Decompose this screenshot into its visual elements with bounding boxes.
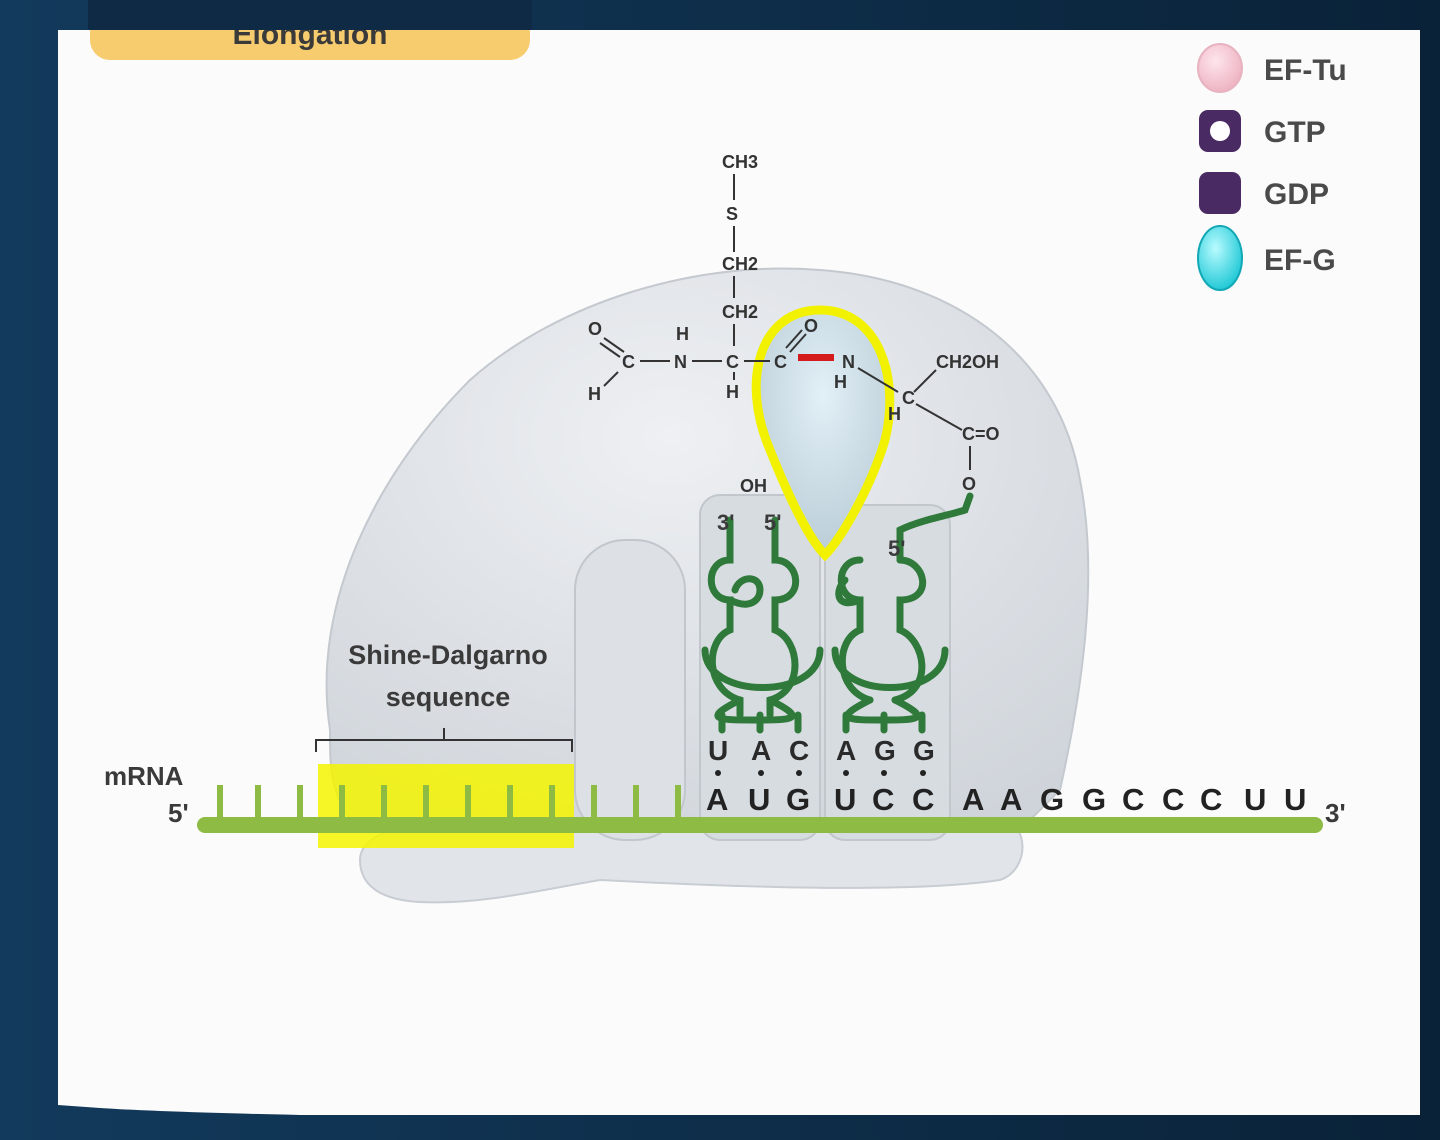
ch2oh-group: CH2OH <box>936 352 999 372</box>
shine-dalgarno-sublabel: sequence <box>386 682 511 712</box>
anticodon-base-1: U <box>708 735 728 766</box>
downstream-sequence: A A G G C C C U U <box>962 782 1308 817</box>
alpha-carbon: C <box>726 352 739 372</box>
ch2-group-a: CH2 <box>722 254 758 274</box>
anticodon-row: U A C A G G <box>708 735 935 766</box>
amine-nitrogen-2: N <box>842 352 855 372</box>
carbonyl-oxygen: O <box>804 316 818 336</box>
serine-hydrogen: H <box>888 404 901 424</box>
formyl-carbon: C <box>622 352 635 372</box>
dipeptide-structure: CH3 S CH2 CH2 O C H N H C H C O N H C H … <box>588 152 1000 494</box>
codon-base-3: G <box>786 782 812 817</box>
codon-base-2: U <box>748 782 772 817</box>
downstream-base-8: U <box>1244 782 1268 817</box>
title-clip <box>88 0 532 30</box>
gdp-icon <box>1199 172 1241 214</box>
downstream-base-3: G <box>1040 782 1066 817</box>
anticodon-base-2: A <box>751 735 771 766</box>
formyl-hydrogen: H <box>588 384 601 404</box>
peptide-bond-marker <box>798 354 834 361</box>
mrna-5-prime-label: 5' <box>168 798 189 828</box>
codon-base-4: U <box>834 782 858 817</box>
peptidyl-transferase-site-highlight <box>751 305 895 562</box>
formyl-oxygen: O <box>588 319 602 339</box>
downstream-base-9: U <box>1284 782 1308 817</box>
downstream-base-7: C <box>1200 782 1224 817</box>
base-pair-dots <box>715 770 926 776</box>
amine-hydrogen-2: H <box>834 372 847 392</box>
sulfur-atom: S <box>726 204 738 224</box>
anticodon-base-5: G <box>874 735 896 766</box>
ch3-group: CH3 <box>722 152 758 172</box>
p-trna-oh-label: OH <box>740 476 767 496</box>
shine-dalgarno-highlight <box>318 764 574 848</box>
mrna-3-prime-label: 3' <box>1325 798 1346 828</box>
serine-alpha-carbon: C <box>902 388 915 408</box>
amine-hydrogen-1: H <box>676 324 689 344</box>
p-trna-3-prime-label: 3' <box>717 510 734 535</box>
a-site-trna <box>831 492 974 734</box>
legend-ef-g: EF-G <box>1264 244 1336 277</box>
codon-row: A U G U C C <box>706 782 936 817</box>
shine-dalgarno-bracket <box>315 728 573 752</box>
downstream-base-2: A <box>1000 782 1024 817</box>
anticodon-base-4: A <box>836 735 856 766</box>
anticodon-base-3: C <box>789 735 809 766</box>
codon-base-1: A <box>706 782 730 817</box>
legend-gtp: GTP <box>1264 116 1326 149</box>
carbonyl-carbon: C <box>774 352 787 372</box>
downstream-base-4: G <box>1082 782 1108 817</box>
codon-base-5: C <box>872 782 896 817</box>
downstream-base-6: C <box>1162 782 1186 817</box>
anticodon-base-6: G <box>913 735 935 766</box>
downstream-base-1: A <box>962 782 986 817</box>
downstream-base-5: C <box>1122 782 1146 817</box>
p-site-trna <box>701 516 824 734</box>
a-trna-5-prime-label: 5' <box>888 536 905 561</box>
shine-dalgarno-label: Shine-Dalgarno <box>348 640 548 670</box>
mrna-base-ticks <box>217 785 681 822</box>
p-site <box>699 494 821 841</box>
ester-oxygen: O <box>962 474 976 494</box>
mrna-label: mRNA <box>104 761 184 791</box>
ef-tu-icon <box>1197 43 1243 93</box>
alpha-hydrogen: H <box>726 382 739 402</box>
legend-gdp: GDP <box>1264 178 1329 211</box>
ef-g-icon <box>1197 225 1243 291</box>
amine-nitrogen-1: N <box>674 352 687 372</box>
ch2-group-b: CH2 <box>722 302 758 322</box>
ester-carbonyl: C=O <box>962 424 1000 444</box>
e-site <box>574 539 686 841</box>
codon-base-6: C <box>912 782 936 817</box>
gtp-icon-center <box>1210 121 1230 141</box>
legend: EF-Tu GTP GDP EF-G <box>1197 43 1347 291</box>
p-trna-5-prime-label: 5' <box>764 510 781 535</box>
legend-ef-tu: EF-Tu <box>1264 54 1347 87</box>
